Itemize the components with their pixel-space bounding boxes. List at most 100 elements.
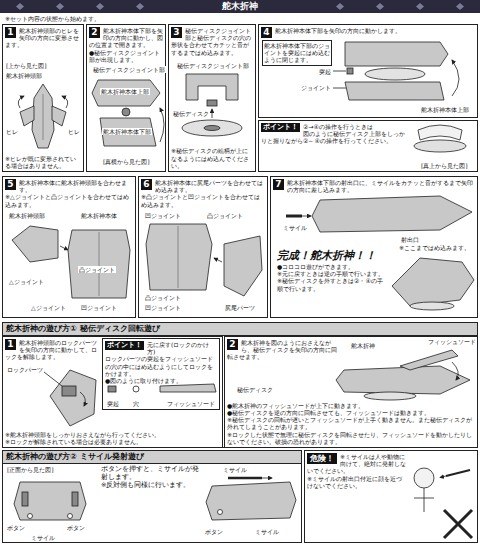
step4-figure-part bbox=[333, 71, 346, 72]
text-area: 6舵木折神本体に尻尾パーツを合わせてはめ込みます。※凸ジョイントと凹ジョイントを… bbox=[141, 179, 265, 208]
note-area: ※ヒレが既に変形されている場合はありません。 bbox=[5, 155, 81, 169]
section-heading: 舵木折神の遊び方② ミサイル発射遊び bbox=[3, 451, 301, 464]
null-part-part bbox=[456, 3, 464, 10]
step-number: 7 bbox=[273, 179, 284, 190]
step6-figure-part bbox=[224, 236, 262, 296]
note-text: ※秘伝ディスクの回転が遅いとフィッシュソードが上手く動きません。また秘伝ディスク… bbox=[227, 416, 475, 430]
instruction-text: ボタンを押すと、ミサイルが発射します。 bbox=[101, 466, 205, 482]
step7-figure-part bbox=[392, 258, 474, 306]
step3-figure-part bbox=[212, 109, 213, 118]
danger-figure-part bbox=[424, 488, 425, 512]
text-area: ポイント！②→④の操作を行うときは図のように秘伝ディスク上部をしっかりと握りなが… bbox=[261, 123, 405, 145]
lock-figure bbox=[108, 384, 216, 392]
part-label: フィッシュソード bbox=[166, 400, 216, 407]
play2-figure-part bbox=[262, 478, 272, 479]
step2-figure bbox=[92, 80, 164, 146]
part-label: ミサイル bbox=[222, 466, 248, 473]
part-label: 秘伝ディスクジョイント部 bbox=[92, 66, 166, 73]
instruction-text: ●図のように取り付けます。 bbox=[105, 377, 217, 384]
part-label: 舵木折神 bbox=[350, 342, 376, 349]
text-area: 完成！舵木折神！！●コロコロ遊びができます。※元に戻すときは逆の手順で行います。… bbox=[277, 249, 385, 292]
point-figure bbox=[414, 125, 466, 152]
play2-figure-part bbox=[68, 514, 73, 519]
instruction-text: ●秘伝ディスクジョイント部が出現します。 bbox=[89, 49, 163, 63]
instruction-text: 舵木折神本体下部の射出口に、ミサイルをカチッと音がするまで矢印の方向に差し込みま… bbox=[273, 179, 475, 193]
step-number: 2 bbox=[89, 27, 100, 38]
instruction-text: ※凸ジョイントと凹ジョイントを合わせてはめ込みます。 bbox=[141, 193, 265, 207]
step7-figure-part bbox=[286, 215, 302, 218]
part-label: 凹ジョイント bbox=[80, 304, 118, 311]
play2-figure-part bbox=[72, 492, 78, 506]
part-label: 凸ジョイント bbox=[206, 212, 244, 219]
null-part-part bbox=[376, 3, 384, 10]
part-label: ジョイント bbox=[300, 84, 332, 91]
step4-figure-part bbox=[452, 60, 459, 96]
play1-step1-figure-part bbox=[44, 372, 62, 386]
danger-figure-part bbox=[444, 510, 472, 538]
note-text: ●秘伝ディスクを逆の方向に回転させても、フィッシュソードは動きます。 bbox=[227, 409, 475, 416]
step-number: 6 bbox=[141, 179, 152, 190]
instruction-text: ※秘伝ディスクを外すときは②・④の手順で行います。 bbox=[277, 277, 385, 291]
step-number: 5 bbox=[5, 179, 16, 190]
note-text: ※舵木折神頭部をしっかりおさえながら行ってください。 bbox=[5, 431, 220, 438]
instruction-text: ②→④の操作を行うときは bbox=[261, 123, 405, 130]
part-label: 凸ジョイント bbox=[144, 294, 182, 301]
step2-figure-part bbox=[122, 108, 130, 116]
play2-figure-part bbox=[218, 510, 223, 515]
part-label: [真上から見た図] bbox=[420, 162, 469, 169]
part-label: ボタン bbox=[6, 524, 26, 531]
step5-figure bbox=[12, 226, 130, 298]
text-area: 7舵木折神本体下部の射出口に、ミサイルをカチッと音がするまで矢印の方向に差し込み… bbox=[273, 179, 475, 193]
text-area: 2舵木折神本体下部を矢印の方向に動かし、図の位置まで開きます。●秘伝ディスクジョ… bbox=[89, 27, 163, 63]
null-part-part bbox=[416, 3, 424, 10]
note-box: 舵木折神本体下部のジョイントを突起にはめ込むように閉じます。 bbox=[262, 40, 332, 66]
lock-figure-part bbox=[133, 386, 139, 392]
part-label: ミサイル bbox=[254, 528, 280, 535]
step5-figure-part bbox=[99, 232, 100, 296]
warning-badge: 危険！ bbox=[307, 453, 337, 464]
text-area: 1舵木折神頭部のヒレを矢印の方向に変形させます。 bbox=[5, 27, 81, 49]
step3-figure-part bbox=[204, 126, 220, 131]
play1-step2-figure-part bbox=[364, 392, 416, 400]
step2-figure-part bbox=[160, 108, 164, 142]
step1-figure bbox=[18, 84, 68, 148]
note-area: ●舵木折神のフィッシュソードが上下に動きます。●秘伝ディスクを逆の方向に回転させ… bbox=[227, 402, 475, 445]
note-text: ※ヒレが既に変形されている場合はありません。 bbox=[5, 155, 81, 169]
step6-figure-part bbox=[214, 258, 222, 262]
instruction-text: ※反対側も同様に行います。 bbox=[101, 482, 205, 490]
danger-figure-part bbox=[414, 498, 434, 499]
step1-figure-part bbox=[52, 106, 66, 126]
part-label: 舵木折神頭部 bbox=[8, 212, 46, 219]
step5-figure-part bbox=[60, 246, 68, 250]
point-figure-part bbox=[414, 140, 466, 152]
step-number: 1 bbox=[5, 27, 16, 38]
play1-step2-figure bbox=[336, 350, 470, 400]
step1-figure-part bbox=[32, 84, 54, 148]
instruction-text: 舵木折神頭部のロックパーツを矢印の方向に動かして、ロックを解除します。 bbox=[5, 339, 101, 361]
instruction-text: 舵木折神本体下部を矢印の方向に動かし、図の位置まで開きます。 bbox=[89, 27, 163, 49]
instruction-text: ※ミサイルは人や動物に向けて、絶対に発射しないでください。 bbox=[307, 453, 407, 475]
step6-figure-part bbox=[178, 226, 179, 288]
danger-figure-part bbox=[446, 470, 470, 476]
instruction-text: ロックパーツの突起をフィッシュソードの穴の中にはめ込むようにしてロックをかけます… bbox=[105, 355, 217, 377]
part-label: 秘伝ディスクジョイント部 bbox=[176, 62, 250, 69]
instruction-text: ※元に戻すときは逆の手順で行います。 bbox=[277, 270, 385, 277]
null-part-part bbox=[16, 3, 24, 10]
part-label: 尻尾パーツ bbox=[224, 304, 256, 311]
part-label: 射出口 bbox=[400, 236, 420, 243]
part-label: 凹ジョイント bbox=[144, 212, 182, 219]
step5-figure-part bbox=[68, 230, 130, 298]
step-panel: 3秘伝ディスクジョイント部と秘伝ディスクの穴の形状を合わせてカチッと音がするまで… bbox=[168, 24, 256, 172]
part-label: [上から見た図] bbox=[5, 62, 48, 69]
play2-figure-part bbox=[28, 514, 33, 519]
step-panel: 4舵木折神本体下部を矢印の方向に動かします。 bbox=[258, 24, 478, 118]
point-figure-part bbox=[418, 125, 462, 140]
play1-step1-figure-part bbox=[62, 386, 76, 396]
step-number: 3 bbox=[171, 27, 182, 38]
text-area: 2舵木折神を図のようにおさえながら、秘伝ディスクを矢印の方向に回転させます。 bbox=[227, 339, 339, 361]
note-area: ※舵木折神頭部をしっかりおさえながら行ってください。※ロックが解除されている場合… bbox=[5, 431, 220, 445]
page-title: 舵木折神 bbox=[0, 0, 480, 13]
instruction-text: ※ミサイルの射出口付近に顔を近づけないでください。 bbox=[307, 475, 407, 489]
instruction-text: 舵木折神を図のようにおさえながら、秘伝ディスクを矢印の方向に回転させます。 bbox=[227, 339, 339, 361]
part-label: 秘伝ディスク bbox=[236, 386, 274, 393]
